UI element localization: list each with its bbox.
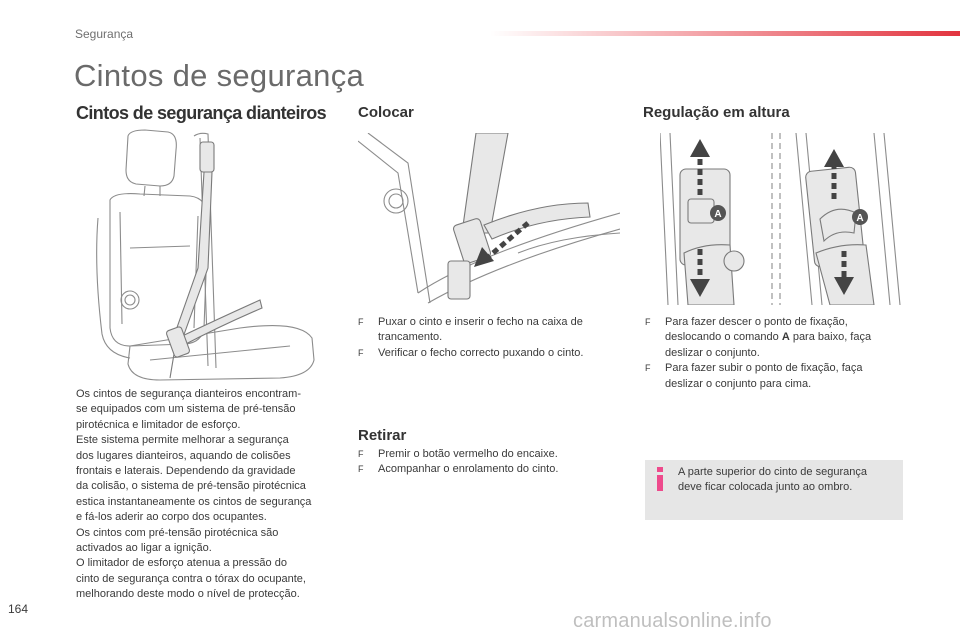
list-item: F Verificar o fecho correcto puxando o c…: [358, 346, 620, 361]
control-a-label: A: [856, 213, 863, 224]
paragraph-line: da colisão, o sistema de pré-tensão piro…: [76, 480, 306, 493]
bullet-marker: F: [358, 347, 364, 358]
paragraph-line: pirotécnica e limitador de esforço.: [76, 418, 241, 431]
section-label: Segurança: [75, 27, 134, 41]
bullet-line: deslizar o conjunto para cima.: [665, 377, 812, 390]
header-accent-bar: [490, 31, 960, 36]
list-item: F Para fazer subir o ponto de fixação, f…: [645, 361, 903, 392]
info-box: A parte superior do cinto de segurança d…: [645, 460, 903, 520]
paragraph-line: Este sistema permite melhorar a seguranç…: [76, 434, 289, 447]
paragraph-line: melhorando deste modo o nível de protecç…: [76, 588, 300, 601]
bullet-line: Para fazer descer o ponto de fixação,: [665, 316, 848, 328]
bullet-line: Puxar o cinto e inserir o fecho na caixa…: [378, 316, 583, 328]
bullet-line: deslizar o conjunto.: [665, 346, 760, 359]
paragraph-line: Os cintos com pré-tensão pirotécnica são: [76, 526, 279, 539]
control-a-reference: A: [781, 331, 790, 344]
retirar-steps: F Premir o botão vermelho do encaixe. F …: [358, 447, 620, 478]
front-belts-description: Os cintos de segurança dianteiros encont…: [76, 387, 346, 603]
paragraph-line: dos lugares dianteiros, aquando de colis…: [76, 449, 291, 462]
info-icon: [657, 467, 663, 491]
bullet-line: Premir o botão vermelho do encaixe.: [378, 448, 558, 460]
seat-belt-illustration: [90, 128, 330, 383]
paragraph-line: O limitador de esforço atenua a pressão …: [76, 557, 287, 570]
info-line: deve ficar colocada junto ao ombro.: [678, 481, 853, 494]
bullet-marker: F: [645, 363, 651, 374]
paragraph-line: activados ao ligar a ignição.: [76, 542, 212, 555]
front-belts-heading: Cintos de segurança dianteiros: [76, 103, 327, 123]
bullet-marker: F: [358, 317, 364, 327]
bullet-marker: F: [358, 464, 364, 475]
list-item: F Para fazer descer o ponto de fixação, …: [645, 315, 903, 361]
bullet-line-rich: deslocando o comando A para baixo, faça: [665, 331, 872, 344]
paragraph-line: frontais e laterais. Dependendo da gravi…: [76, 465, 296, 478]
page-title: Cintos de segurança: [74, 58, 365, 93]
list-item: F Acompanhar o enrolamento do cinto.: [358, 462, 620, 477]
control-a-label: A: [714, 209, 721, 220]
retirar-heading: Retirar: [358, 427, 407, 444]
info-text: A parte superior do cinto de segurança d…: [678, 465, 893, 496]
bullet-line: Acompanhar o enrolamento do cinto.: [378, 463, 559, 476]
paragraph-line: Os cintos de segurança dianteiros encont…: [76, 388, 302, 400]
list-item: F Puxar o cinto e inserir o fecho na cai…: [358, 315, 620, 346]
bullet-marker: F: [645, 317, 651, 327]
bullet-line: Para fazer subir o ponto de fixação, faç…: [665, 362, 863, 375]
info-line: A parte superior do cinto de segurança: [678, 466, 867, 478]
watermark: carmanualsonline.info: [573, 610, 772, 632]
bullet-line: trancamento.: [378, 331, 443, 344]
paragraph-line: estica instantaneamente os cintos de seg…: [76, 495, 312, 508]
colocar-steps: F Puxar o cinto e inserir o fecho na cai…: [358, 315, 620, 361]
bullet-marker: F: [358, 449, 364, 459]
buckle-illustration: [358, 133, 620, 305]
page-number: 164: [8, 602, 29, 616]
paragraph-line: e fá-los aderir ao corpo dos ocupantes.: [76, 511, 267, 524]
regulacao-heading: Regulação em altura: [643, 104, 790, 121]
list-item: F Premir o botão vermelho do encaixe.: [358, 447, 620, 462]
paragraph-line: cinto de segurança contra o tórax do ocu…: [76, 572, 306, 585]
height-adjust-illustration: A A: [660, 133, 902, 305]
bullet-line: Verificar o fecho correcto puxando o cin…: [378, 346, 584, 359]
regulacao-steps: F Para fazer descer o ponto de fixação, …: [645, 315, 903, 392]
colocar-heading: Colocar: [358, 104, 414, 121]
paragraph-line: se equipados com um sistema de pré-tensã…: [76, 403, 296, 416]
